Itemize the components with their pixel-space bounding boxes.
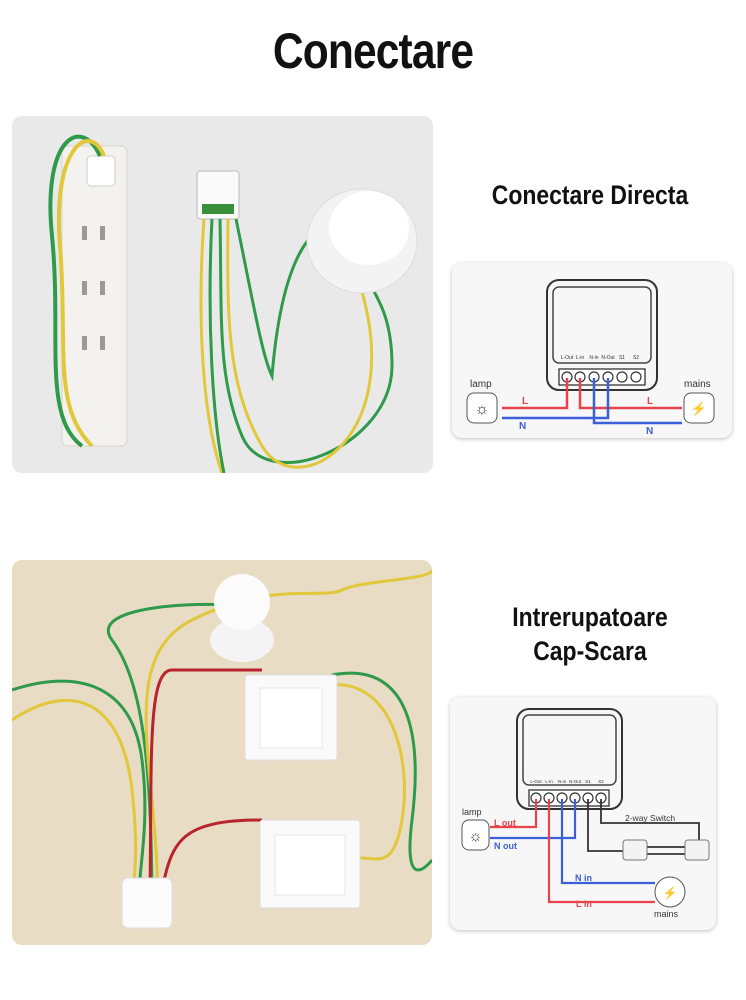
- wire-label: N in: [575, 873, 592, 883]
- bulb: [214, 574, 270, 630]
- terminal-label: N-in: [589, 355, 598, 361]
- wire-label: L: [647, 396, 653, 407]
- plug: [86, 155, 116, 187]
- svg-text:⚡: ⚡: [691, 401, 707, 417]
- two-way-switch-icon: [622, 839, 648, 861]
- terminal-label: N-Out: [569, 779, 582, 784]
- lamp-icon: [466, 392, 498, 424]
- svg-text:⚡: ⚡: [663, 886, 678, 900]
- terminal-label: L-in: [545, 779, 553, 784]
- wire-label: L in: [576, 899, 592, 909]
- wire-label: N out: [494, 841, 517, 851]
- terminal-label: S2: [633, 355, 639, 361]
- terminal-label: S1: [585, 779, 591, 784]
- terminal-label: L-Out: [561, 355, 574, 361]
- wire-label: N: [646, 426, 653, 437]
- section2-heading: Intrerupatoare Cap-Scara: [463, 600, 718, 668]
- svg-text:☼: ☼: [469, 828, 483, 845]
- two-way-switch-photo-drawing: [12, 569, 432, 929]
- lamp-socket: [210, 618, 274, 662]
- mains-label: mains: [654, 909, 679, 919]
- module-outline: [546, 279, 658, 391]
- smart-switch-module: [121, 877, 173, 929]
- two-way-switch-icon: [684, 839, 710, 861]
- section2-heading-line2: Cap-Scara: [533, 636, 647, 666]
- section1-heading: Conectare Directa: [491, 180, 689, 210]
- lamp-icon: [461, 819, 490, 851]
- neutral-in-wire: [560, 799, 655, 885]
- neutral-wire: [502, 378, 610, 420]
- two-way-switch-diagram: L-Out L-in N-in N-Out S1 S2 2-way Switch…: [450, 697, 716, 930]
- wire-label: N: [519, 421, 526, 432]
- direct-connection-photo-drawing: [48, 134, 418, 473]
- lamp-label: lamp: [462, 807, 482, 817]
- terminal-label: N-Out: [601, 355, 615, 361]
- live-wire: [502, 378, 569, 410]
- live-in-wire: [547, 799, 655, 904]
- two-way-switch-photo: [12, 560, 432, 945]
- terminal-label: L-Out: [530, 779, 542, 784]
- section2-heading-line1: Intrerupatoare: [512, 602, 668, 632]
- direct-connection-diagram: L-Out L-in N-in N-Out S1 S2 L L N N lamp…: [452, 263, 732, 438]
- live-wire: [578, 378, 682, 410]
- bulb: [329, 191, 409, 265]
- live-out-wire: [490, 799, 538, 829]
- lamp-label: lamp: [470, 379, 492, 390]
- svg-text:☼: ☼: [475, 401, 490, 418]
- terminal-label: S1: [619, 355, 625, 361]
- neutral-out-wire: [490, 799, 577, 840]
- plug-icon: [654, 876, 686, 908]
- wire-label: L out: [494, 818, 516, 828]
- terminal-label: S2: [598, 779, 604, 784]
- terminal-label: L-in: [576, 355, 585, 361]
- power-strip: [61, 145, 128, 447]
- mains-label: mains: [684, 379, 711, 390]
- page-title: Conectare: [272, 23, 474, 79]
- module-outline: [516, 708, 623, 810]
- plug-icon: [683, 392, 715, 424]
- switch-label: 2-way Switch: [625, 813, 675, 823]
- neutral-wire: [592, 378, 682, 425]
- wire-label: L: [522, 396, 528, 407]
- terminal-label: N-in: [558, 779, 567, 784]
- direct-connection-photo: [12, 116, 433, 473]
